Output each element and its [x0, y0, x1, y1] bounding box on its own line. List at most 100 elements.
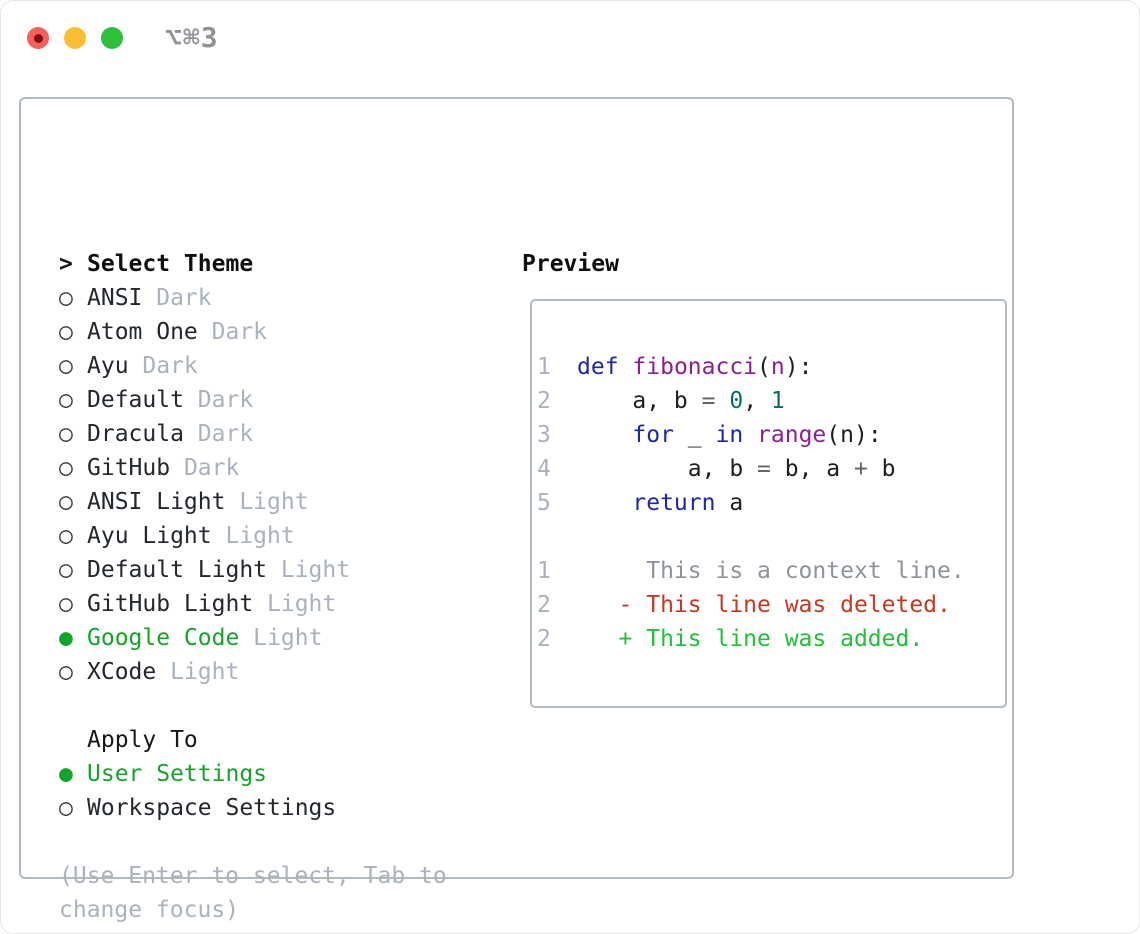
theme-name: XCode	[87, 659, 157, 685]
theme-variant-label: Light	[239, 625, 323, 651]
close-button-icon[interactable]	[27, 27, 49, 49]
theme-variant-label: Dark	[128, 353, 198, 379]
line-number: 2	[537, 626, 551, 652]
apply-option-workspace-settings[interactable]: ○ Workspace Settings	[59, 791, 447, 825]
radio-unselected-icon: ○	[59, 285, 73, 311]
spacer	[537, 520, 1005, 554]
modified-dot-icon	[33, 33, 43, 43]
window-shortcut-label: ⌥⌘3	[165, 21, 219, 54]
code-token: n	[770, 354, 785, 380]
theme-name: ANSI Light	[87, 489, 226, 515]
line-number: 1	[537, 558, 551, 584]
code-token	[577, 422, 632, 448]
hint-line-1: (Use Enter to select, Tab to	[59, 863, 447, 889]
code-token: for	[632, 422, 674, 448]
code-line: 3 for _ in range(n):	[537, 418, 1005, 452]
radio-unselected-icon: ○	[59, 659, 73, 685]
line-number: 5	[537, 490, 551, 516]
radio-unselected-icon: ○	[59, 523, 73, 549]
line-number: 4	[537, 456, 551, 482]
code-token: return	[632, 490, 716, 516]
theme-option-ayu[interactable]: ○ Ayu Dark	[59, 349, 447, 383]
minimize-button-icon[interactable]	[64, 27, 86, 49]
hint-line-2: change focus)	[59, 897, 240, 923]
spacer	[59, 825, 447, 859]
theme-name: Dracula	[87, 421, 184, 447]
theme-option-google-code[interactable]: ● Google Code Light	[59, 621, 447, 655]
theme-name: GitHub	[87, 455, 171, 481]
code-token: (n):	[826, 422, 882, 448]
theme-option-dracula[interactable]: ○Dracula Dark	[59, 417, 447, 451]
theme-option-github[interactable]: ○ GitHub Dark	[59, 451, 447, 485]
radio-unselected-icon: ○	[59, 353, 73, 379]
line-number: 1	[537, 354, 551, 380]
theme-list-column: >Select Theme ○ANSI Dark○Atom One Dark○A…	[59, 247, 447, 927]
code-token: ,	[743, 388, 771, 414]
theme-variant-label: Dark	[142, 285, 212, 311]
theme-option-ansi[interactable]: ○ ANSI Dark	[59, 281, 447, 315]
zoom-button-icon[interactable]	[101, 27, 123, 49]
line-number: 3	[537, 422, 551, 448]
theme-variant-label: Light	[253, 591, 337, 617]
theme-variant-label: Light	[211, 523, 295, 549]
radio-selected-icon: ●	[59, 625, 73, 651]
code-token: (	[757, 354, 771, 380]
code-token: a, b	[577, 456, 758, 482]
theme-option-default-light[interactable]: ○Default Light Light	[59, 553, 447, 587]
apply-option-user-settings[interactable]: ●User Settings	[59, 757, 447, 791]
code-token: b, a	[770, 456, 854, 482]
theme-name: ANSI	[87, 285, 143, 311]
theme-variant-label: Dark	[183, 421, 254, 447]
theme-option-ansi-light[interactable]: ○ANSI Light Light	[59, 485, 447, 519]
radio-unselected-icon: ○	[59, 387, 73, 413]
theme-name: Ayu	[87, 353, 129, 379]
code-token: range	[757, 422, 827, 448]
code-token: This is a context line.	[577, 558, 965, 584]
focus-prompt-icon: >	[59, 251, 73, 277]
theme-option-atom-one[interactable]: ○Atom One Dark	[59, 315, 447, 349]
theme-variant-label: Light	[156, 659, 240, 685]
apply-option-label: User Settings	[87, 761, 268, 787]
radio-unselected-icon: ○	[59, 795, 73, 821]
theme-option-ayu-light[interactable]: ○Ayu Light Light	[59, 519, 447, 553]
theme-option-xcode[interactable]: ○ XCode Light	[59, 655, 447, 689]
apply-to-heading: Apply To	[59, 723, 447, 757]
diff-preview: 1 This is a context line. 2 - This line w…	[537, 554, 1005, 656]
radio-unselected-icon: ○	[59, 455, 73, 481]
theme-list: ○ANSI Dark○Atom One Dark○Ayu Dark○Defaul…	[59, 281, 447, 689]
theme-picker-panel: >Select Theme ○ANSI Dark○Atom One Dark○A…	[19, 97, 1014, 923]
theme-variant-label: Dark	[183, 387, 254, 413]
theme-name: Default	[87, 387, 184, 413]
code-token: +	[853, 456, 868, 482]
spacer	[59, 689, 447, 723]
code-line: 4 a, b = b, a + b	[537, 452, 1005, 486]
apply-to-title: Apply To	[87, 727, 198, 753]
code-token: - This line was deleted.	[577, 592, 951, 618]
code-token: =	[701, 388, 716, 414]
line-number: 2	[537, 592, 551, 618]
select-theme-title: Select Theme	[87, 251, 254, 277]
code-token: def	[577, 354, 619, 380]
theme-option-default[interactable]: ○ Default Dark	[59, 383, 447, 417]
traffic-lights	[27, 27, 123, 49]
preview-title: Preview	[522, 251, 619, 277]
code-token: ):	[784, 354, 813, 380]
radio-unselected-icon: ○	[59, 591, 73, 617]
theme-option-github-light[interactable]: ○GitHub Light Light	[59, 587, 447, 621]
apply-option-label: Workspace Settings	[87, 795, 337, 821]
theme-name: Default Light	[87, 557, 268, 583]
code-token	[715, 388, 729, 414]
theme-variant-label: Dark	[170, 455, 240, 481]
radio-unselected-icon: ○	[59, 319, 73, 345]
code-token	[577, 490, 632, 516]
code-token: + This line was added.	[577, 626, 924, 652]
code-token: a	[715, 490, 744, 516]
code-token: 1	[770, 388, 785, 414]
code-token: _	[673, 422, 716, 448]
code-token: 0	[729, 388, 744, 414]
theme-name: Google Code	[87, 625, 240, 651]
code-token	[619, 354, 633, 380]
